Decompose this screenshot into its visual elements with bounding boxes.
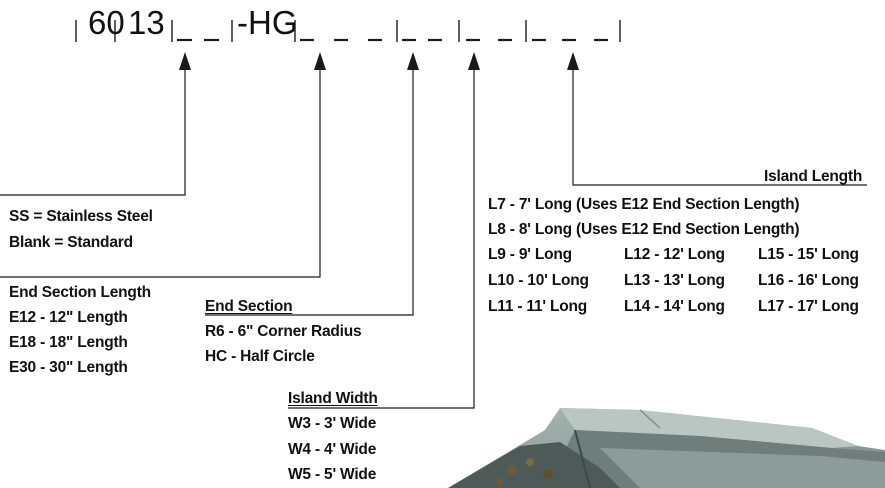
island-length-l11: L11 - 11' Long [488,298,588,315]
island-width-title: Island Width [288,390,378,407]
code-part-13: 13 [128,4,165,41]
island-width-w4: W4 - 4' Wide [288,441,377,458]
leader-end-section-length [0,68,321,278]
leader-island-length [572,68,867,186]
leader-end-section [205,68,414,316]
material-stainless: SS = Stainless Steel [9,208,153,225]
island-length-grid: L9 - 9' Long L12 - 12' Long L15 - 15' Lo… [488,245,859,317]
island-length-title: Island Length [764,168,863,185]
island-length-l17: L17 - 17' Long [758,298,859,315]
island-width-w3: W3 - 3' Wide [288,415,377,432]
arrow-island-length [567,52,579,70]
arrow-material [179,52,191,70]
arrow-end-section-length [314,52,326,70]
arrow-island-width [468,52,480,70]
leader-material [0,68,186,196]
code-separators [75,20,621,42]
end-section-title: End Section [205,298,293,315]
code-part-60: 60 [88,4,125,41]
island-length-l7: L7 - 7' Long (Uses E12 End Section Lengt… [488,196,800,213]
island-length-l13: L13 - 13' Long [624,272,725,289]
end-section-length-e12: E12 - 12" Length [9,309,128,326]
end-section-r6: R6 - 6" Corner Radius [205,323,362,340]
end-section-length-e18: E18 - 18" Length [9,334,128,351]
leader-lines [0,68,867,409]
end-section-length-title: End Section Length [9,284,151,301]
product-photo [448,408,885,488]
island-length-l9: L9 - 9' Long [488,246,572,263]
material-standard: Blank = Standard [9,234,133,251]
leader-island-width [288,68,475,409]
island-width-w5: W5 - 5' Wide [288,466,377,483]
island-length-l8: L8 - 8' Long (Uses E12 End Section Lengt… [488,221,800,238]
arrowheads [179,52,579,70]
island-length-l12: L12 - 12' Long [624,246,725,263]
code-part-hg: -HG [237,4,298,41]
end-section-hc: HC - Half Circle [205,348,315,365]
island-length-l15: L15 - 15' Long [758,246,859,263]
model-code: 60 13 -HG [75,4,621,42]
end-section-length-e30: E30 - 30" Length [9,359,128,376]
island-length-l10: L10 - 10' Long [488,272,589,289]
arrow-end-section [407,52,419,70]
island-length-l14: L14 - 14' Long [624,298,725,315]
island-length-l16: L16 - 16' Long [758,272,859,289]
